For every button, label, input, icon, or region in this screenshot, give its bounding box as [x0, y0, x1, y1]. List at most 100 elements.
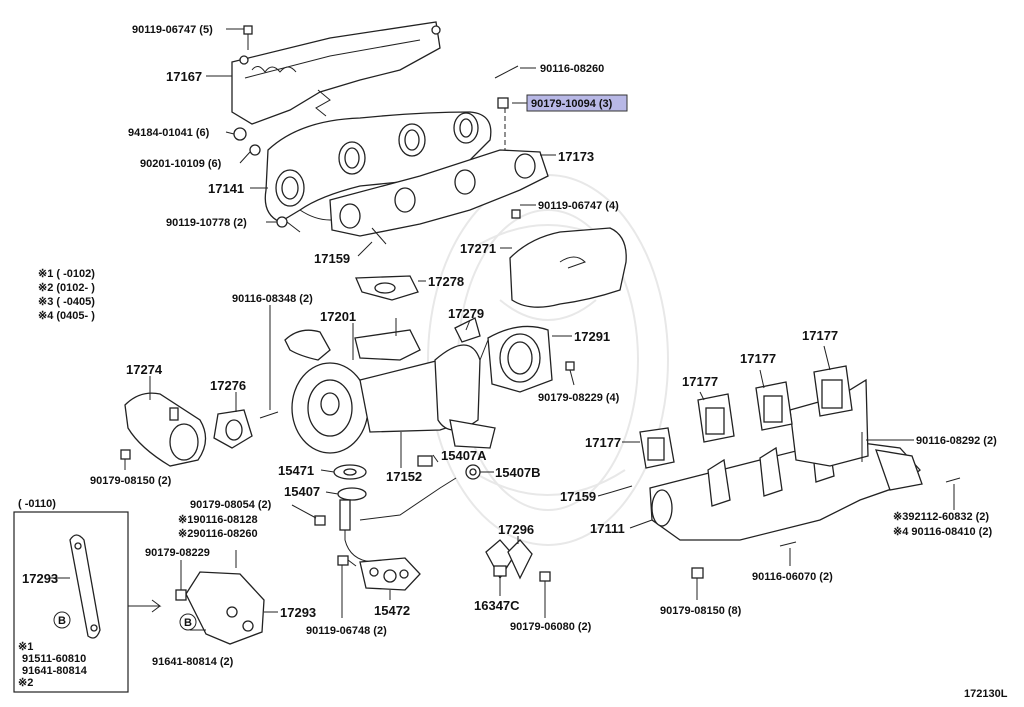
legend-note-2: ※2 (0102- ) — [38, 282, 95, 294]
label-17201[interactable]: 17201 — [320, 309, 356, 324]
label-17274[interactable]: 17274 — [126, 362, 163, 377]
nut-90179-08054[interactable] — [314, 515, 326, 526]
label-90119-06747-4[interactable]: 90119-06747 (4) — [538, 200, 619, 212]
label-94184-01041[interactable]: 94184-01041 (6) — [128, 127, 210, 139]
bracket-17293[interactable] — [185, 571, 265, 645]
water-by-pass-16347c[interactable] — [493, 565, 507, 577]
label-15471[interactable]: 15471 — [278, 463, 314, 478]
union-bolt-15407a[interactable] — [417, 455, 433, 467]
stud-90116-08348[interactable] — [259, 411, 279, 419]
stud-upper[interactable] — [494, 65, 519, 109]
label-90116-08348[interactable]: 90116-08348 (2) — [232, 293, 313, 305]
bolt-top[interactable] — [243, 25, 253, 50]
label-17271[interactable]: 17271 — [460, 241, 496, 256]
exhaust-manifold[interactable] — [264, 111, 492, 223]
inlet-gasket[interactable] — [213, 409, 253, 449]
label-17278[interactable]: 17278 — [428, 274, 464, 289]
label-90201-10109[interactable]: 90201-10109 (6) — [140, 158, 222, 170]
label-90179-08229-4[interactable]: 90179-08229 (4) — [538, 392, 620, 404]
label-17177-a[interactable]: 17177 — [585, 435, 621, 450]
gasket-17296[interactable] — [485, 539, 533, 580]
label-15407a[interactable]: 15407A — [441, 448, 487, 463]
nut-90179-08229-1[interactable] — [175, 589, 187, 601]
label-17173[interactable]: 17173 — [558, 149, 594, 164]
manifold-17111[interactable] — [649, 432, 923, 541]
turbo-outlet-elbow[interactable] — [479, 325, 553, 393]
label-15407[interactable]: 15407 — [284, 484, 320, 499]
inlet-elbow[interactable] — [124, 392, 207, 467]
gasket-15407b[interactable] — [465, 464, 481, 480]
label-15407b[interactable]: 15407B — [495, 465, 541, 480]
label-90179-06080[interactable]: 90179-06080 (2) — [510, 621, 592, 633]
label-17293[interactable]: 17293 — [280, 605, 316, 620]
bolt-90119-10778[interactable] — [276, 216, 301, 233]
oil-pipe-gasket[interactable] — [333, 464, 367, 480]
heat-insulator-upper[interactable] — [231, 21, 441, 125]
label-90179-08150-8[interactable]: 90179-08150 (8) — [660, 605, 742, 617]
nut-94184[interactable] — [233, 127, 261, 156]
stud-17159-right[interactable] — [611, 485, 633, 493]
nut-90179-08150-2[interactable] — [120, 449, 131, 460]
label-90119-10778[interactable]: 90119-10778 (2) — [166, 217, 247, 229]
gasket-17177-c[interactable] — [755, 381, 793, 431]
label-17177-b[interactable]: 17177 — [682, 374, 718, 389]
nut-90179-08229-4[interactable] — [565, 361, 575, 371]
part-labels: 90119-06747 (5) 17167 90116-08260 90179-… — [22, 24, 997, 668]
gasket-17177-d[interactable] — [813, 365, 853, 417]
label-90179-08150-2[interactable]: 90179-08150 (2) — [90, 475, 172, 487]
label-16347c[interactable]: 16347C — [474, 598, 520, 613]
turbocharger[interactable] — [284, 318, 496, 454]
label-17167[interactable]: 17167 — [166, 69, 202, 84]
stud-17159[interactable] — [371, 227, 387, 245]
label-90116-06070[interactable]: 90116-06070 (2) — [752, 571, 833, 583]
heat-insulator-turbo[interactable] — [509, 209, 627, 308]
b-marker-inset: B — [53, 611, 71, 629]
label-90119-06747-5[interactable]: 90119-06747 (5) — [132, 24, 213, 36]
label-15472[interactable]: 15472 — [374, 603, 410, 618]
label-17159-right[interactable]: 17159 — [560, 489, 596, 504]
label-17152[interactable]: 17152 — [386, 469, 422, 484]
label-490116-08410[interactable]: ※4 90116-08410 (2) — [893, 526, 992, 538]
gasket-17177-a[interactable] — [639, 427, 675, 469]
label-90116-08292[interactable]: 90116-08292 (2) — [916, 435, 997, 447]
oil-return-gasket[interactable] — [359, 557, 421, 591]
label-17296[interactable]: 17296 — [498, 522, 534, 537]
gasket-17177-b[interactable] — [697, 393, 735, 443]
label-17177-c[interactable]: 17177 — [740, 351, 776, 366]
turbo-gasket-17279[interactable] — [454, 317, 481, 343]
inset-range: ( -0110) — [18, 498, 56, 510]
nut-90179-08150-8[interactable] — [691, 567, 704, 579]
turbo-gasket-17278[interactable] — [355, 275, 419, 301]
label-90179-08054[interactable]: 90179-08054 (2) — [190, 499, 272, 511]
leader-lines — [50, 28, 955, 631]
label-17159-top[interactable]: 17159 — [314, 251, 350, 266]
label-392112-60832[interactable]: ※392112-60832 (2) — [893, 511, 989, 523]
label-90116-08260[interactable]: 90116-08260 — [540, 63, 604, 75]
stud-90116-06070[interactable] — [779, 541, 797, 547]
inset-bracket[interactable] — [69, 534, 101, 639]
label-17291[interactable]: 17291 — [574, 329, 610, 344]
svg-text:B: B — [58, 615, 66, 627]
bolt-90119-06748[interactable] — [337, 555, 357, 567]
inset-box — [13, 511, 129, 693]
label-90179-10094[interactable]: 90179-10094 (3) — [531, 98, 613, 110]
label-17293-inset[interactable]: 17293 — [22, 571, 58, 586]
label-17177-d[interactable]: 17177 — [802, 328, 838, 343]
label-90119-06748[interactable]: 90119-06748 (2) — [306, 625, 387, 637]
legend-note-3: ※3 ( -0405) — [38, 296, 95, 308]
label-17141[interactable]: 17141 — [208, 181, 244, 196]
oil-pipe[interactable] — [337, 477, 457, 563]
label-90179-08229[interactable]: 90179-08229 — [145, 547, 210, 559]
bolt-92112[interactable] — [945, 477, 961, 483]
label-17276[interactable]: 17276 — [210, 378, 246, 393]
exhaust-manifold-gasket[interactable] — [329, 149, 549, 237]
inset-part-a[interactable]: 91511-60810 — [22, 653, 86, 665]
inset-part-b[interactable]: 91641-80814 — [22, 665, 88, 677]
label-190116-08128[interactable]: ※190116-08128 — [178, 514, 258, 526]
label-17111[interactable]: 17111 — [590, 521, 625, 536]
label-91641-80814[interactable]: 91641-80814 (2) — [152, 656, 234, 668]
nut-90179-06080[interactable] — [539, 571, 551, 582]
label-290116-08260[interactable]: ※290116-08260 — [178, 528, 258, 540]
label-17279[interactable]: 17279 — [448, 306, 484, 321]
